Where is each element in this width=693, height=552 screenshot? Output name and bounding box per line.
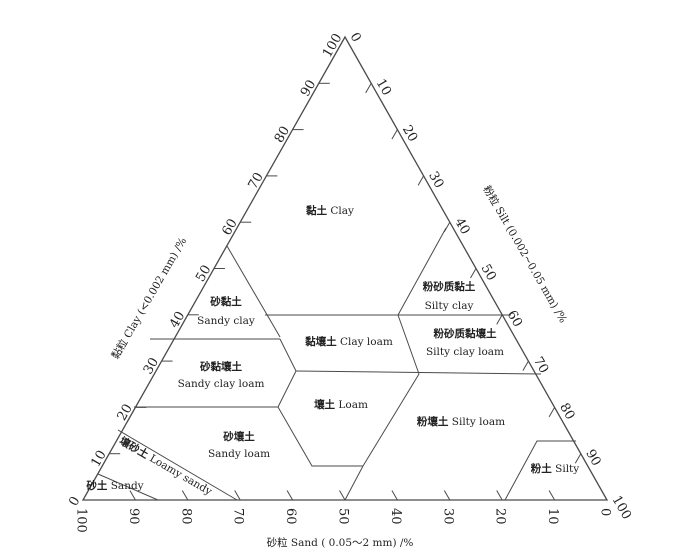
bottom-tick <box>391 490 398 501</box>
bottom-tick-label: 70 <box>231 508 246 525</box>
region-sandy-loam-cn: 砂壤土 <box>222 430 255 443</box>
bottom-tick-label: 50 <box>336 508 351 525</box>
left-tick-label: 40 <box>167 309 188 331</box>
boundary-loam-left <box>277 370 363 467</box>
right-tick-label: 0 <box>347 30 364 45</box>
right-tick <box>574 453 582 464</box>
region-sandy-label: 砂土 Sandy <box>85 479 143 492</box>
right-tick <box>365 83 372 94</box>
right-axis-title: 粉粒 Silt (0.002~0.05 mm) /% <box>480 183 569 325</box>
bottom-tick <box>339 490 346 501</box>
left-tick-label: 30 <box>141 355 162 377</box>
bottom-tick-label: 90 <box>126 508 141 525</box>
region-silty-clay-en: Silty clay <box>425 300 474 312</box>
right-tick-label: 60 <box>504 308 525 330</box>
right-tick-label: 80 <box>556 401 577 423</box>
left-tick-label: 20 <box>115 402 136 424</box>
region-silty-loam-label: 粉壤土 Silty loam <box>417 415 505 428</box>
region-silty-clay-loam-en: Silty clay loam <box>426 346 504 358</box>
region-boundaries <box>97 227 576 501</box>
left-axis-title: 黏粒 Clay (<0.002 mm) /% <box>109 235 189 361</box>
region-sandy-clay-loam-cn: 砂黏壤土 <box>199 360 242 373</box>
region-sandy-clay-en: Sandy clay <box>197 315 255 327</box>
left-tick-label: 0 <box>66 494 83 509</box>
region-clay-loam-label: 黏壤土 Clay loam <box>305 335 393 348</box>
region-loam-label: 壤土 Loam <box>314 398 368 411</box>
region-silty-clay-loam-cn: 粉砂质黏壤土 <box>434 327 497 340</box>
bottom-tick-label: 40 <box>388 508 403 525</box>
boundary-clayloam-loam <box>397 314 420 375</box>
right-tick <box>443 221 451 232</box>
region-sandy-clay-loam-en: Sandy clay loam <box>178 378 265 390</box>
boundary-clayloam-bottom <box>295 370 542 375</box>
right-tick-label: 30 <box>425 169 446 191</box>
region-clay-label: 黏土 Clay <box>306 204 354 217</box>
left-tick-label: 60 <box>219 216 240 238</box>
left-tick-label: 50 <box>193 263 214 285</box>
region-sandy-clay-cn: 砂黏土 <box>209 295 242 308</box>
right-tick-label: 90 <box>582 447 603 469</box>
boundary-cl-left <box>279 338 297 372</box>
right-tick <box>417 175 425 186</box>
bottom-tick-label: 80 <box>178 508 193 525</box>
tick-marks <box>109 82 582 501</box>
left-tick-label: 70 <box>246 170 267 192</box>
bottom-tick <box>129 490 136 501</box>
right-tick <box>548 407 556 418</box>
bottom-tick-label: 100 <box>74 508 89 533</box>
bottom-tick <box>443 490 451 501</box>
bottom-tick <box>496 490 503 501</box>
left-tick-label: 80 <box>272 124 293 146</box>
region-silty-clay-cn: 粉砂质黏土 <box>423 280 476 293</box>
boundary-loam-right <box>362 373 420 467</box>
boundary-silty-clay <box>397 227 447 316</box>
right-tick-label: 20 <box>399 123 420 145</box>
right-tick-label: 50 <box>478 262 499 284</box>
boundary-silty <box>504 440 576 501</box>
boundary-clay-sandyclay <box>226 245 281 338</box>
region-sandy-loam-en: Sandy loam <box>208 448 270 460</box>
left-tick-label: 10 <box>88 448 109 470</box>
right-tick <box>391 129 398 140</box>
bottom-tick-label: 30 <box>440 508 455 525</box>
region-silty-label: 粉土 Silty <box>531 462 579 475</box>
bottom-tick-label: 10 <box>545 508 560 525</box>
bottom-tick <box>548 490 556 501</box>
right-tick <box>470 268 477 279</box>
right-tick-label: 10 <box>373 77 394 99</box>
boundary-loamysandy-upper <box>117 429 238 501</box>
bottom-tick-label: 60 <box>283 508 298 525</box>
left-tick-label: 100 <box>320 31 345 60</box>
bottom-tick-label: 0 <box>598 508 613 516</box>
right-tick-label: 70 <box>530 354 551 376</box>
right-tick <box>522 360 529 371</box>
bottom-tick <box>234 490 241 501</box>
bottom-tick <box>181 490 189 501</box>
right-tick-label: 40 <box>451 215 472 237</box>
boundary-siltyloam-sandyloam <box>344 465 364 501</box>
left-tick-label: 90 <box>298 78 319 100</box>
boundary-loamysandy-lower <box>97 473 159 501</box>
right-tick <box>496 314 503 325</box>
bottom-axis-title: 砂粒 Sand ( 0.05～2 mm) /% <box>267 536 414 549</box>
region-labels: 黏土 Clay 砂黏土 Sandy clay 粉砂质黏土 Silty clay … <box>85 204 579 498</box>
bottom-tick-label: 20 <box>493 508 508 525</box>
bottom-tick <box>286 490 294 501</box>
